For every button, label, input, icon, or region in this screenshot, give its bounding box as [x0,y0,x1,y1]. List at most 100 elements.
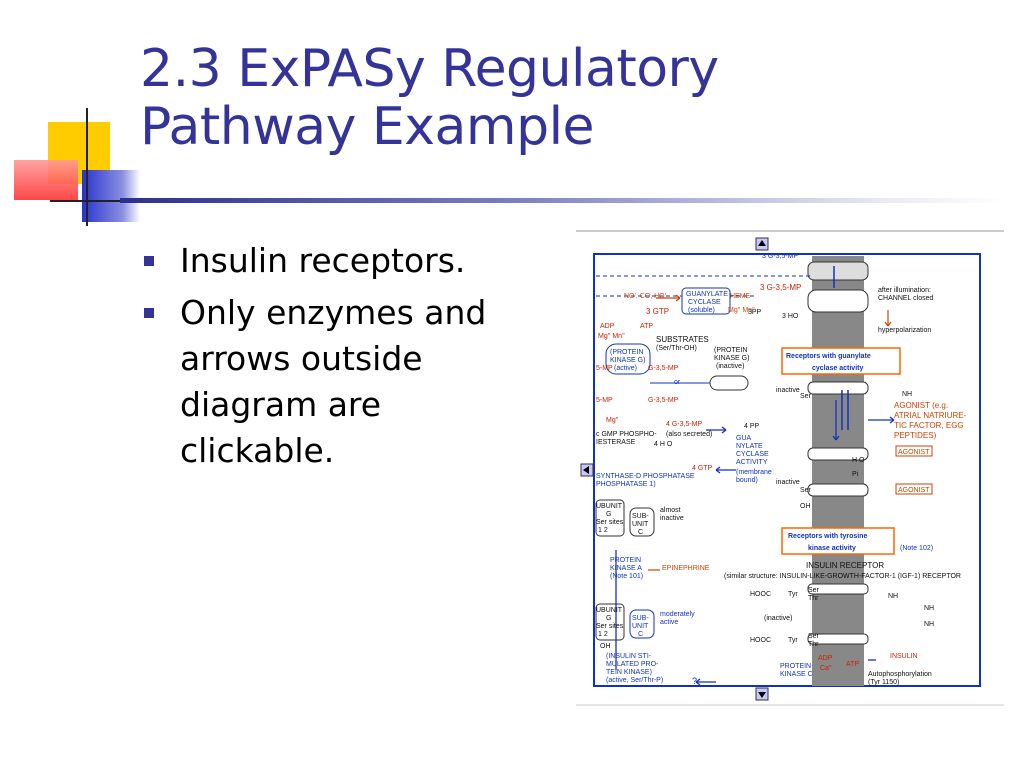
label: (inactive) [764,615,792,622]
label: PEPTIDES) [894,431,937,440]
label: Autophosphorylation [868,671,932,678]
label: (also secreted) [666,431,712,438]
label: almost [660,507,681,514]
label: 4 PP [744,423,760,430]
label: active [660,619,678,626]
label: ADP [818,655,833,662]
label: Tyr [788,637,798,644]
label: kinase activity [808,545,856,552]
accent-horizontal-line [50,200,130,202]
bullet-square-icon [144,256,154,266]
label: C [638,529,643,536]
label: KINASE C [780,671,813,678]
label: OH [600,643,611,650]
label: CYCLASE [736,451,769,458]
label: UNIT [632,623,649,630]
label: 3 G-3,5-MP [760,283,801,292]
membrane-column [812,256,864,686]
bullet-text: Insulin receptors. [180,241,466,280]
label: Thr [808,595,819,602]
label: 1 2 [598,631,608,638]
label: (soluble) [688,307,715,314]
bullet-item: Only enzymes and arrows outside diagram … [144,290,534,474]
label: H O [852,457,865,464]
label: (Tyr 1150) [868,679,899,686]
label: Mg'' Mn'' [598,333,625,340]
label: Mg'' [606,417,618,424]
label: INSULIN [890,653,918,660]
label: NH [888,593,898,600]
label: EPINEPHRINE [662,565,710,572]
label: cyclase activity [812,365,863,372]
label: C [638,631,643,638]
label: Ser [800,393,812,400]
label: 3 G-3,5-MP [762,253,799,260]
label: (PROTEIN [714,347,747,354]
label: UNIT [632,521,649,528]
accent-vertical-line [86,108,88,226]
label: c GMP PHOSPHO- [596,431,657,438]
label: CHANNEL closed [878,295,933,302]
label: NYLATE [736,443,763,450]
label: (active) [614,365,637,372]
label: inactive [776,387,800,394]
label: bound) [736,477,758,484]
bullet-square-icon [144,308,154,318]
label: G [606,615,611,622]
label: AGONIST [898,487,930,494]
nav-down-icon[interactable] [755,687,769,701]
title-rule [120,198,1004,203]
label: 1 2 [598,527,608,534]
label: moderately [660,611,695,618]
label: NH [902,391,912,398]
label: AGONIST (e.g. [894,401,948,410]
label: Receptors with tyrosine [788,533,867,540]
label: 5-MP [596,365,613,372]
label: IESTERASE [596,439,636,446]
label: (Note 101) [610,573,643,580]
label: G-3,5-MP [648,365,679,372]
label: (active, Ser/Thr-P) [606,677,663,684]
label: after illumination: [878,287,931,294]
title-line-2: Pathway Example [140,97,595,157]
label: HEME [730,293,751,300]
label: Receptors with guanylate [786,353,871,360]
label: 4 G-3,5-MP [666,421,703,428]
label: Ser sites [596,519,624,526]
label: CYCLASE [688,299,721,306]
label: Ser [808,587,820,594]
bullet-list: Insulin receptors. Only enzymes and arro… [144,238,534,480]
label: NH [924,621,934,628]
label: Ser sites [596,623,624,630]
label: ATRIAL NATRIURE- [894,411,967,420]
label: GUA [736,435,752,442]
label: PROTEIN [780,663,811,670]
label: KINASE G) [714,355,749,362]
label: ADP [600,323,615,330]
label: MULATED PRO- [606,661,659,668]
label: (membrane [736,469,772,476]
label: Ser [800,487,812,494]
label: GUANYLATE [686,291,728,298]
label: SUB- [632,615,649,622]
label: G [606,511,611,518]
label: inactive [776,479,800,486]
label: PHOSPHATASE 1) [596,481,656,488]
label: TIC FACTOR, EGG [894,421,964,430]
label: SYNTHASE-D PHOSPHATASE [596,473,695,480]
label: NO', CO, HO' [624,293,666,300]
label: G-3,5-MP [648,397,679,404]
label: Ca'' [820,665,832,672]
label: NH [924,605,934,612]
label: PROTEIN [610,557,641,564]
label: UBUNIT [596,607,623,614]
label: 4 H O [654,441,673,448]
label: (Ser/Thr-OH) [656,345,697,352]
pathway-diagram: 3 G-3,5-MP 3 G-3,5-MP after illumination… [576,230,1004,706]
label: 4 GTP [692,465,713,472]
label: KINASE A [610,565,642,572]
nav-left-icon[interactable] [580,463,594,477]
label: inactive [660,515,684,522]
nav-up-icon[interactable] [755,237,769,251]
label: KINASE G) [610,357,645,364]
